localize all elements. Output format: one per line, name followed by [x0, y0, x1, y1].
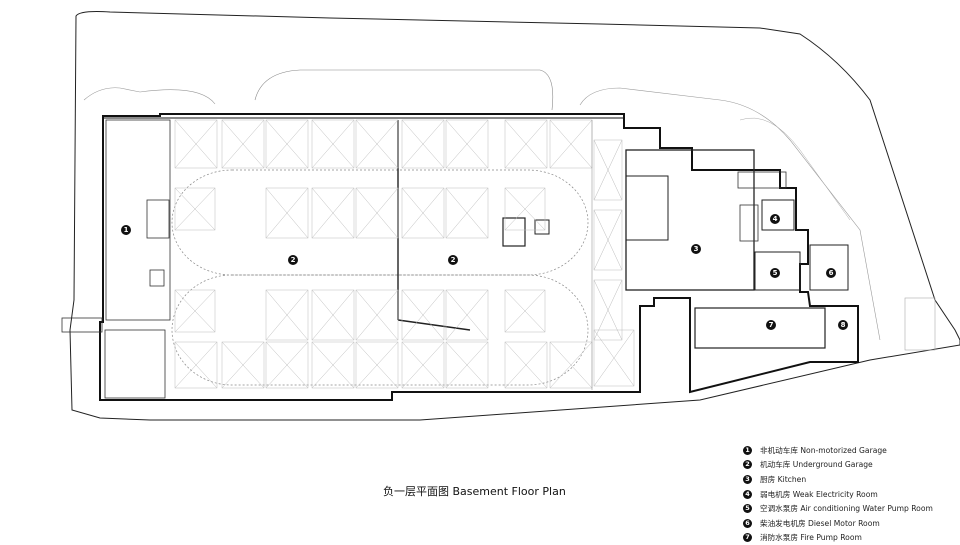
toilet-block [737, 171, 787, 189]
legend-item: 1 非机动车库 Non-motorized Garage [743, 443, 933, 458]
parking-bay [401, 341, 445, 389]
lift [149, 269, 165, 287]
toilet-block [104, 329, 166, 399]
legend-number-badge: 1 [743, 445, 752, 455]
building-outline [99, 113, 859, 401]
parking-bay [174, 119, 218, 169]
parking-bay [355, 187, 399, 239]
room-number-marker: 5 [770, 268, 780, 278]
parking-bay [311, 187, 355, 239]
parking-bay [355, 341, 399, 389]
parking-bay [355, 119, 399, 169]
room-number-marker: 8 [838, 320, 848, 330]
diesel-room [809, 244, 849, 291]
parking-bay [221, 119, 265, 169]
legend-number-badge: 7 [743, 533, 752, 543]
terrace-box [904, 297, 936, 351]
legend-item: 5 空调水泵房 Air conditioning Water Pump Room [743, 501, 933, 516]
core [534, 219, 550, 235]
landscape-line [739, 117, 851, 221]
weak-electricity-room [761, 199, 795, 231]
parking-bay [174, 289, 216, 333]
fire-pump-room [694, 307, 826, 349]
legend-item: 7 消防水泵房 Fire Pump Room [743, 531, 933, 545]
core [502, 217, 526, 247]
legend-label: 空调水泵房 Air conditioning Water Pump Room [760, 504, 933, 514]
legend-label: 机动车库 Underground Garage [760, 460, 873, 470]
parking-bay [265, 119, 309, 169]
parking-bay [265, 187, 309, 239]
parking-bay [445, 187, 489, 239]
parking-bay [593, 139, 623, 201]
ac-pump-room [754, 251, 801, 291]
site-boundary [69, 11, 960, 421]
room-number-marker: 2 [288, 255, 298, 265]
landscape-line [254, 69, 554, 111]
parking-bay [504, 119, 548, 169]
landscape-line [83, 87, 141, 101]
kitchen-store [625, 175, 669, 241]
legend-number-badge: 4 [743, 489, 752, 499]
room-number-marker: 2 [448, 255, 458, 265]
legend: 1 非机动车库 Non-motorized Garage 2 机动车库 Undergr… [743, 443, 933, 545]
legend-number-badge: 3 [743, 474, 752, 484]
parking-aisle [171, 274, 589, 386]
parking-bay [593, 279, 623, 341]
legend-label: 消防水泵房 Fire Pump Room [760, 533, 862, 543]
legend-number-badge: 2 [743, 460, 752, 470]
legend-item: 6 柴油发电机房 Diesel Motor Room [743, 516, 933, 531]
parking-bay [593, 329, 635, 387]
plan-title: 负一层平面图 Basement Floor Plan [383, 485, 566, 498]
parking-bay [445, 289, 489, 341]
parking-bay [504, 341, 548, 389]
landscape-line [579, 87, 881, 341]
parking-bay [265, 341, 309, 389]
parking-bay [311, 289, 355, 341]
parking-bay [174, 187, 216, 231]
legend-number-badge: 5 [743, 504, 752, 514]
legend-item: 4 弱电机房 Weak Electricity Room [743, 487, 933, 502]
ramp-entry [61, 317, 103, 333]
legend-label: 柴油发电机房 Diesel Motor Room [760, 518, 880, 528]
stair-core [739, 204, 759, 242]
parking-bay [445, 341, 489, 389]
room-number-marker: 4 [770, 214, 780, 224]
parking-bay [504, 187, 546, 231]
legend-item: 3 厨房 Kitchen [743, 472, 933, 487]
parking-bay [401, 119, 445, 169]
parking-bay [504, 289, 546, 333]
room-number-marker: 3 [691, 244, 701, 254]
bike-garage [105, 119, 171, 321]
legend-label: 弱电机房 Weak Electricity Room [760, 489, 878, 499]
parking-bay [401, 289, 445, 341]
parking-bay [265, 289, 309, 341]
parking-bay [311, 119, 355, 169]
legend-number-badge: 6 [743, 518, 752, 528]
parking-bay [445, 119, 489, 169]
legend-item: 2 机动车库 Underground Garage [743, 458, 933, 473]
parking-bay [221, 341, 265, 389]
legend-label: 厨房 Kitchen [760, 474, 807, 484]
parking-bay [593, 209, 623, 271]
parking-bay [355, 289, 399, 341]
parking-bay [174, 341, 218, 389]
stair-core [146, 199, 170, 239]
parking-bay [311, 341, 355, 389]
legend-label: 非机动车库 Non-motorized Garage [760, 445, 887, 455]
landscape-line [139, 89, 216, 105]
room-number-marker: 6 [826, 268, 836, 278]
parking-bay [401, 187, 445, 239]
room-number-marker: 1 [121, 225, 131, 235]
room-number-marker: 7 [766, 320, 776, 330]
